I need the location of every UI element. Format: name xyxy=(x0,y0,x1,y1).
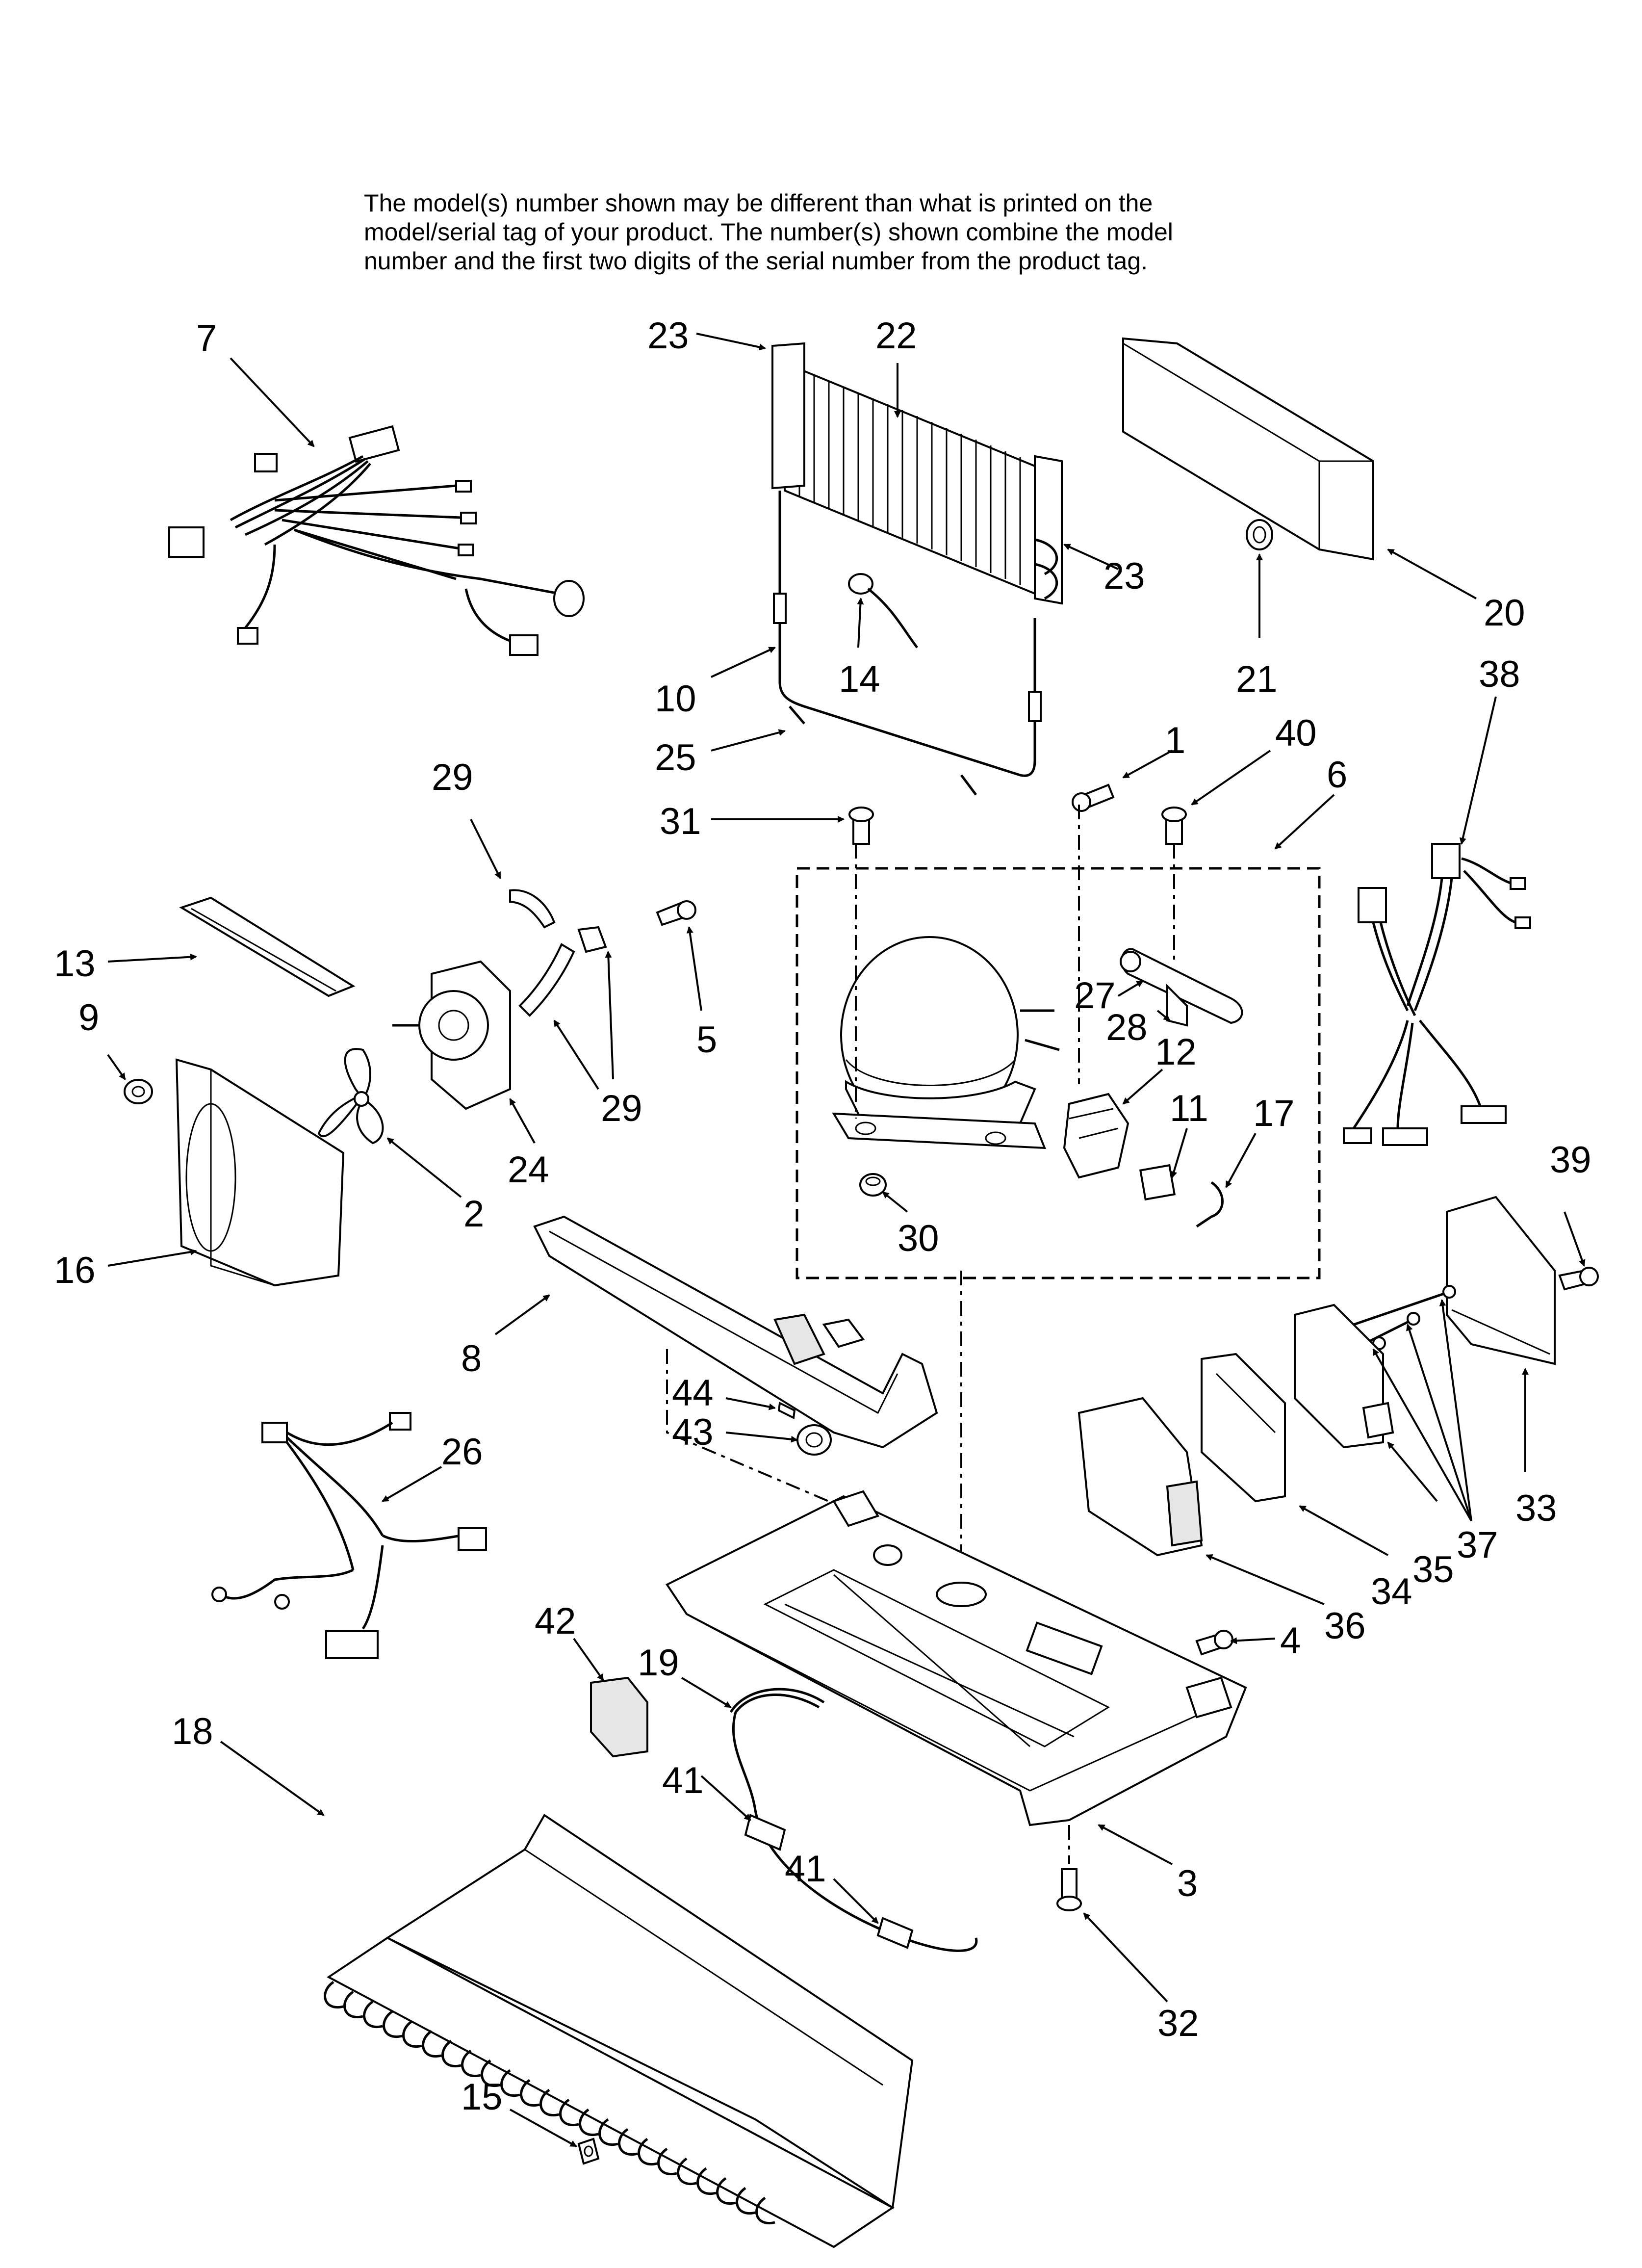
callout-7: 7 xyxy=(196,317,217,359)
callout-19: 19 xyxy=(638,1642,679,1684)
callout-25: 25 xyxy=(655,737,696,779)
callout-28: 28 xyxy=(1106,1007,1148,1048)
part-29-motor-bracket-bottom[interactable] xyxy=(518,926,607,1017)
part-24-fan-motor[interactable] xyxy=(392,960,511,1110)
callout-18: 18 xyxy=(172,1711,213,1752)
callout-22: 22 xyxy=(875,315,917,357)
part-43-fitting[interactable] xyxy=(796,1424,832,1456)
part-32-screw[interactable] xyxy=(1056,1868,1082,1911)
part-10-heater-loop[interactable] xyxy=(773,491,1042,796)
disclaimer-note: The model(s) number shown may be differe… xyxy=(364,189,1394,276)
part-18-condenser[interactable] xyxy=(324,1814,914,2248)
callout-30: 30 xyxy=(898,1218,939,1259)
part-12-relay[interactable] xyxy=(1063,1093,1129,1179)
callout-27: 27 xyxy=(1074,975,1116,1017)
callout-38: 38 xyxy=(1479,653,1520,695)
part-17-clip[interactable] xyxy=(1196,1181,1224,1228)
disclaimer-line-1: The model(s) number shown may be differe… xyxy=(364,189,1153,217)
part-1-screw[interactable] xyxy=(1072,783,1115,812)
part-41-sleeve-lower[interactable] xyxy=(876,1917,914,1949)
callout-36: 36 xyxy=(1324,1605,1366,1647)
part-26-wire-harness[interactable] xyxy=(211,1412,487,1659)
callout-23-right: 23 xyxy=(1103,555,1145,597)
callout-31: 31 xyxy=(660,801,701,842)
part-35-bracket[interactable] xyxy=(1294,1303,1394,1449)
callout-17: 17 xyxy=(1253,1093,1295,1134)
part-33-bracket[interactable] xyxy=(1446,1196,1556,1365)
part-14-thermostat[interactable] xyxy=(848,573,919,649)
callout-labels: 7 23 22 23 20 21 10 14 25 38 29 1 40 6 3… xyxy=(54,315,1591,2118)
callout-4: 4 xyxy=(1280,1620,1301,1662)
part-2-fan-blade[interactable] xyxy=(317,1048,384,1145)
callout-20: 20 xyxy=(1484,592,1525,634)
callout-14: 14 xyxy=(839,658,880,700)
callout-32: 32 xyxy=(1157,2003,1199,2044)
part-5-screw[interactable] xyxy=(656,900,696,926)
callout-33: 33 xyxy=(1515,1487,1557,1529)
disclaimer-line-3: number and the first two digits of the s… xyxy=(364,247,1148,275)
callout-21: 21 xyxy=(1236,658,1278,700)
callout-41-lower: 41 xyxy=(785,1848,826,1890)
part-4-screw[interactable] xyxy=(1195,1630,1233,1656)
part-base-pan[interactable] xyxy=(666,1490,1247,1826)
callout-3: 3 xyxy=(1177,1863,1198,1904)
callout-15: 15 xyxy=(461,2076,503,2118)
callout-41-upper: 41 xyxy=(662,1760,704,1801)
part-compressor[interactable] xyxy=(832,936,1060,1149)
part-13-seal[interactable] xyxy=(179,896,356,997)
callout-6: 6 xyxy=(1327,754,1347,796)
callout-35: 35 xyxy=(1412,1549,1454,1590)
part-29-motor-bracket-top[interactable] xyxy=(509,889,556,929)
callout-29-bottom: 29 xyxy=(601,1088,642,1129)
callout-2: 2 xyxy=(463,1193,484,1235)
part-28-bracket[interactable] xyxy=(1166,984,1188,1027)
callout-24: 24 xyxy=(508,1149,549,1191)
assembly-6-boundary xyxy=(795,867,1321,1279)
part-22-evaporator[interactable] xyxy=(771,342,1063,605)
callout-34: 34 xyxy=(1371,1571,1412,1613)
part-8-drain-pan[interactable] xyxy=(533,1215,938,1449)
part-21-grommet[interactable] xyxy=(1246,519,1273,550)
disclaimer-line-2: model/serial tag of your product. The nu… xyxy=(364,218,1173,246)
callout-44: 44 xyxy=(672,1372,714,1414)
part-15-clip[interactable] xyxy=(577,2138,600,2165)
part-34-control-board[interactable] xyxy=(1201,1353,1286,1503)
part-31-screw[interactable] xyxy=(848,807,874,845)
callout-12: 12 xyxy=(1155,1031,1197,1073)
part-7-wire-harness[interactable] xyxy=(168,425,585,656)
part-11-overload[interactable] xyxy=(1139,1164,1176,1201)
callout-1: 1 xyxy=(1165,720,1185,761)
callout-16: 16 xyxy=(54,1250,96,1291)
callout-29-top: 29 xyxy=(432,756,473,798)
callout-13: 13 xyxy=(54,943,96,985)
part-44-tube[interactable] xyxy=(777,1401,796,1420)
callout-39: 39 xyxy=(1550,1139,1591,1181)
callout-9: 9 xyxy=(78,997,99,1039)
part-38-wire-harness[interactable] xyxy=(1343,843,1531,1146)
callout-23-top: 23 xyxy=(647,315,689,357)
part-40-screw[interactable] xyxy=(1161,807,1187,845)
part-20-cover[interactable] xyxy=(1122,337,1374,561)
part-16-fan-shroud[interactable] xyxy=(175,1058,345,1287)
part-27-drier[interactable] xyxy=(1120,948,1243,1024)
callout-10: 10 xyxy=(655,678,696,720)
callout-8: 8 xyxy=(461,1338,482,1380)
part-30-grommet[interactable] xyxy=(859,1173,887,1197)
part-36-control-box[interactable] xyxy=(1078,1397,1203,1557)
callout-5: 5 xyxy=(696,1019,717,1061)
callout-37: 37 xyxy=(1457,1524,1498,1566)
callout-40: 40 xyxy=(1275,712,1317,754)
callout-26: 26 xyxy=(441,1431,483,1473)
part-41-sleeve-upper[interactable] xyxy=(744,1814,786,1851)
callout-leaders xyxy=(107,333,1586,2147)
part-39-screw[interactable] xyxy=(1558,1267,1599,1291)
callout-43: 43 xyxy=(672,1411,714,1453)
part-9-grommet[interactable] xyxy=(124,1079,153,1104)
part-42-foam-block[interactable] xyxy=(590,1676,648,1758)
callout-11: 11 xyxy=(1170,1088,1208,1129)
callout-42: 42 xyxy=(535,1600,576,1642)
